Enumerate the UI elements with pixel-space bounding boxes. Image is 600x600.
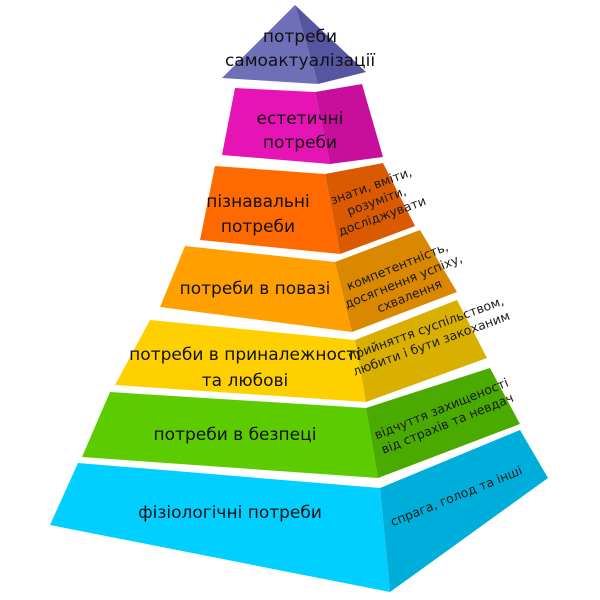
level-6-front-face (50, 463, 390, 592)
level-label: потреби (221, 217, 295, 237)
level-3-front-face (160, 246, 352, 332)
level-label: потреби (263, 133, 337, 153)
level-label: потреби в приналежності (129, 345, 361, 365)
level-5-side-face (366, 368, 520, 478)
level-5-front-face (82, 392, 378, 478)
level-4-side-face (355, 300, 487, 402)
level-label: пізнавальні (206, 192, 310, 212)
level-label: самоактуалізації (225, 51, 375, 71)
level-label: потреби в повазі (180, 279, 331, 299)
level-label: потреби (263, 27, 337, 47)
level-label: та любові (202, 371, 289, 391)
level-label: фізіологічні потреби (138, 503, 322, 523)
level-0-front-face (222, 5, 318, 84)
level-6-side-face (380, 430, 548, 592)
level-label: естетичні (256, 109, 343, 129)
level-1-side-face (315, 84, 383, 164)
level-label: потреби в безпеці (154, 425, 317, 445)
level-4-front-face (115, 320, 366, 402)
level-0-side-face (295, 5, 366, 84)
level-2-side-face (325, 163, 415, 254)
level-2-front-face (200, 166, 340, 254)
level-1-front-face (222, 88, 330, 164)
level-3-side-face (335, 230, 457, 332)
